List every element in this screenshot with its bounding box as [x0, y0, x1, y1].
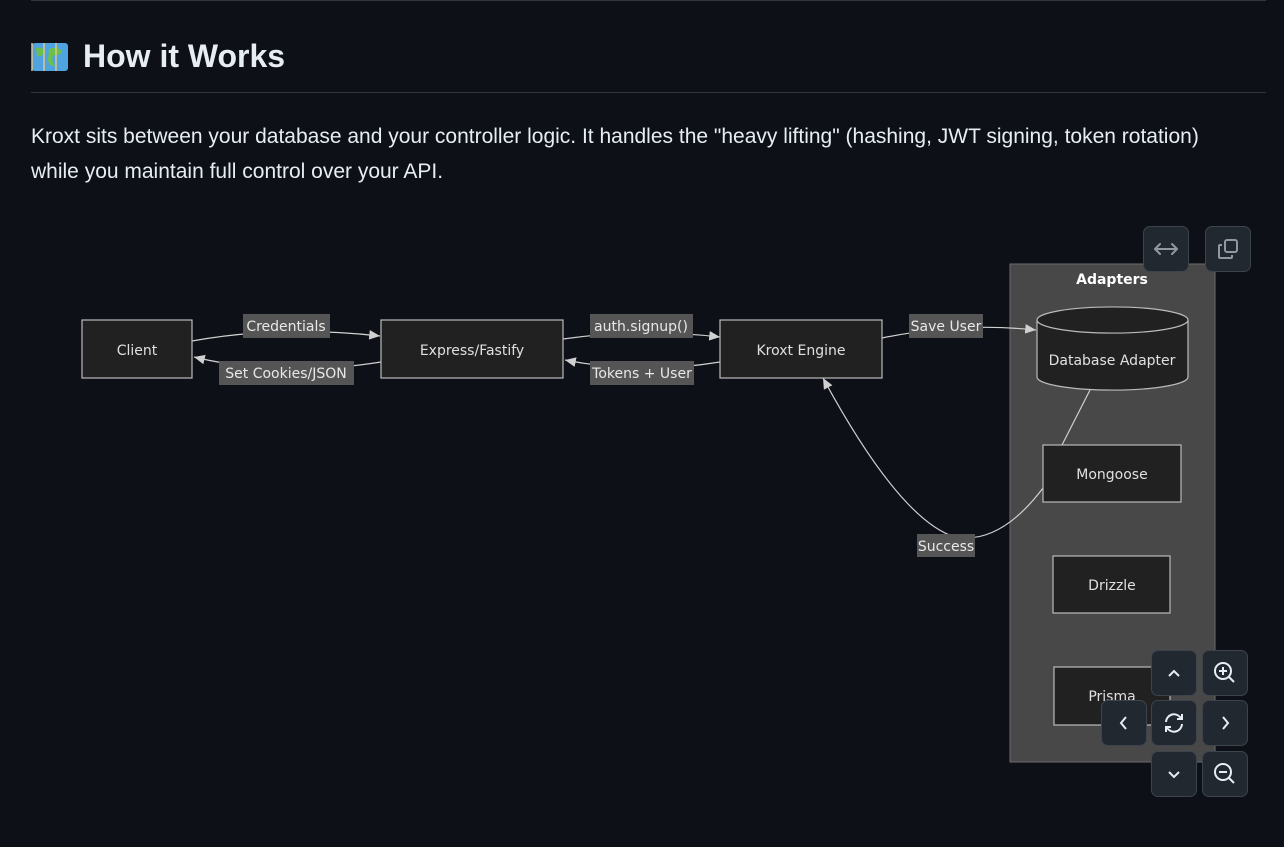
- reset-icon: [1165, 713, 1183, 733]
- zoom-in-button[interactable]: [1202, 650, 1248, 696]
- edge-label-success: Success: [918, 539, 974, 555]
- chevron-right-icon: [1222, 716, 1230, 730]
- label-db: Database Adapter: [1049, 353, 1176, 369]
- edge-label-set-cookies: Set Cookies/JSON: [225, 366, 346, 382]
- top-divider: [31, 0, 1266, 1]
- reset-view-button[interactable]: [1151, 700, 1197, 746]
- edge-label-save-user: Save User: [911, 319, 982, 335]
- zoom-out-button[interactable]: [1202, 751, 1248, 797]
- node-client: [81, 319, 193, 379]
- world-map-icon: [31, 42, 68, 71]
- label-express: Express/Fastify: [420, 343, 524, 359]
- node-db: [1036, 306, 1189, 391]
- label-drizzle: Drizzle: [1088, 578, 1136, 594]
- pan-up-button[interactable]: [1151, 650, 1197, 696]
- edge-label-tokens: Tokens + User: [591, 366, 692, 382]
- copy-button[interactable]: [1205, 226, 1251, 272]
- pan-down-button[interactable]: [1151, 751, 1197, 797]
- heading-divider: [31, 92, 1266, 93]
- edge-label-signup: auth.signup(): [594, 319, 688, 335]
- label-kroxt: Kroxt Engine: [757, 343, 846, 359]
- node-express: [380, 319, 564, 379]
- node-mongoose: [1042, 444, 1182, 503]
- chevron-up-icon: [1168, 669, 1180, 677]
- pan-left-button[interactable]: [1101, 700, 1147, 746]
- label-mongoose: Mongoose: [1076, 467, 1147, 483]
- expand-horizontal-icon: [1154, 243, 1178, 255]
- cluster-label: Adapters: [1076, 272, 1148, 288]
- copy-icon: [1218, 239, 1238, 259]
- chevron-left-icon: [1119, 716, 1127, 730]
- chevron-down-icon: [1168, 771, 1180, 779]
- section-description: Kroxt sits between your database and you…: [31, 125, 1199, 183]
- edge-label-credentials: Credentials: [246, 319, 325, 335]
- node-kroxt: [719, 319, 883, 379]
- label-client: Client: [117, 343, 158, 359]
- section-title: How it Works: [83, 38, 286, 74]
- node-drizzle: [1052, 555, 1171, 614]
- fullscreen-button[interactable]: [1143, 226, 1189, 272]
- zoom-out-icon: [1214, 763, 1235, 784]
- zoom-in-icon: [1214, 662, 1235, 683]
- pan-right-button[interactable]: [1202, 700, 1248, 746]
- edge-db-mongoose: [1061, 389, 1091, 446]
- section-heading: How it Works: [31, 38, 285, 75]
